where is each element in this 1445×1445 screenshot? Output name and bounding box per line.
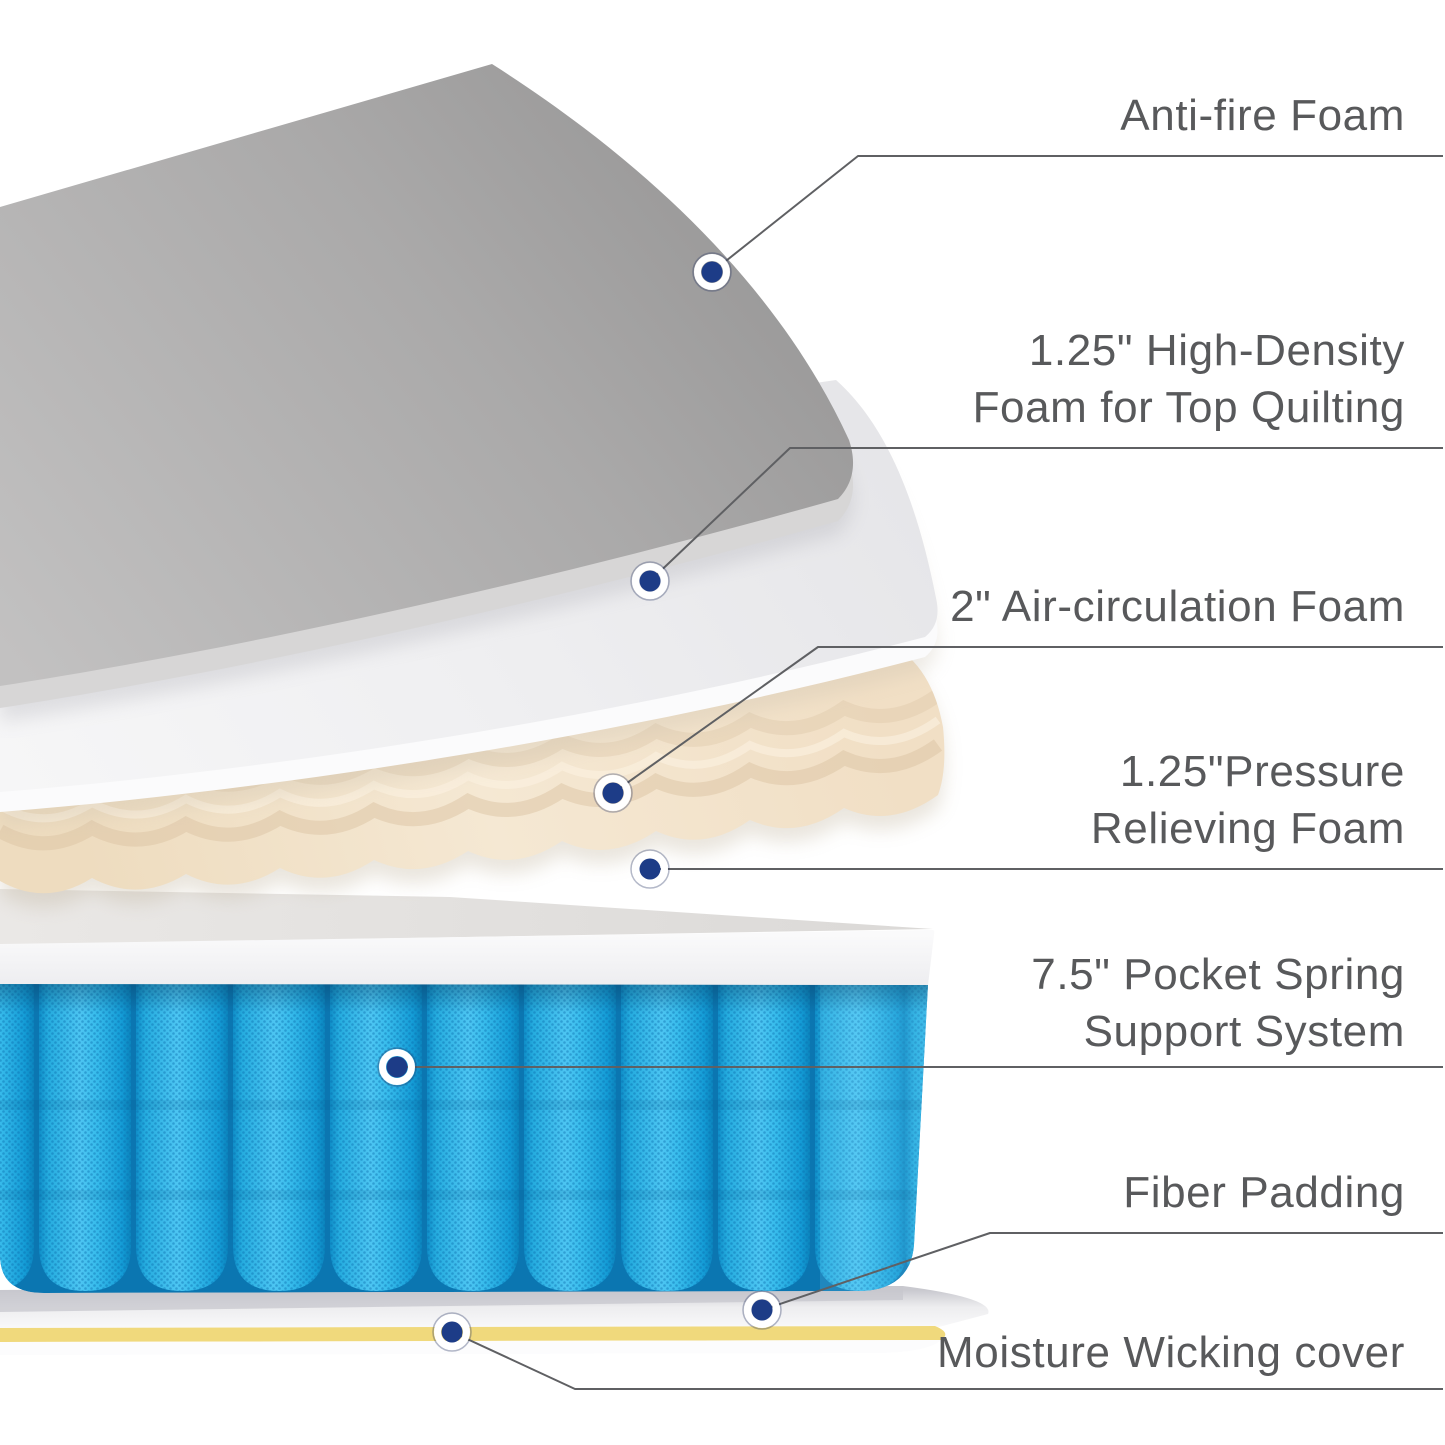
mattress-base <box>0 1286 989 1355</box>
layer-markers <box>377 252 782 1352</box>
label-moisture-wicking-cover: Moisture Wicking cover <box>937 1327 1405 1377</box>
corner-spring-highlight <box>820 983 928 1291</box>
base-bottom-cover <box>0 1340 941 1355</box>
label-high-density-foam: 1.25" High-Density Foam for Top Quilting <box>972 325 1405 432</box>
spring-unit-top-slab <box>0 889 935 985</box>
leader-fiber-padding <box>761 1232 1443 1311</box>
leader-high-density-foam <box>649 447 1443 582</box>
slab-cast-shadow <box>0 983 928 1013</box>
layer-marker-icon <box>742 1290 782 1330</box>
leader-anti-fire-foam <box>711 155 1443 273</box>
base-yellow-stripe <box>0 1326 946 1342</box>
layer-marker-icon <box>432 1312 472 1352</box>
label-pressure-relieving-foam: 1.25"Pressure Relieving Foam <box>1090 746 1405 853</box>
pocket-springs-layer <box>0 983 928 1293</box>
layer-marker-icon <box>692 252 732 292</box>
label-fiber-padding: Fiber Padding <box>1123 1167 1405 1217</box>
leader-air-circulation-foam <box>612 646 1443 794</box>
layer-marker-icon <box>630 561 670 601</box>
label-air-circulation-foam: 2" Air-circulation Foam <box>950 581 1405 631</box>
layer-marker-icon <box>377 1047 417 1087</box>
leader-lines <box>397 155 1443 1390</box>
leader-moisture-wicking-cover <box>451 1331 1443 1390</box>
layer-marker-icon <box>630 849 670 889</box>
slab-front-face <box>0 930 935 985</box>
label-pocket-spring-system: 7.5" Pocket Spring Support System <box>1031 949 1405 1056</box>
label-anti-fire-foam: Anti-fire Foam <box>1120 90 1405 140</box>
layer-marker-icon <box>593 773 633 813</box>
slab-top-face <box>0 889 933 945</box>
